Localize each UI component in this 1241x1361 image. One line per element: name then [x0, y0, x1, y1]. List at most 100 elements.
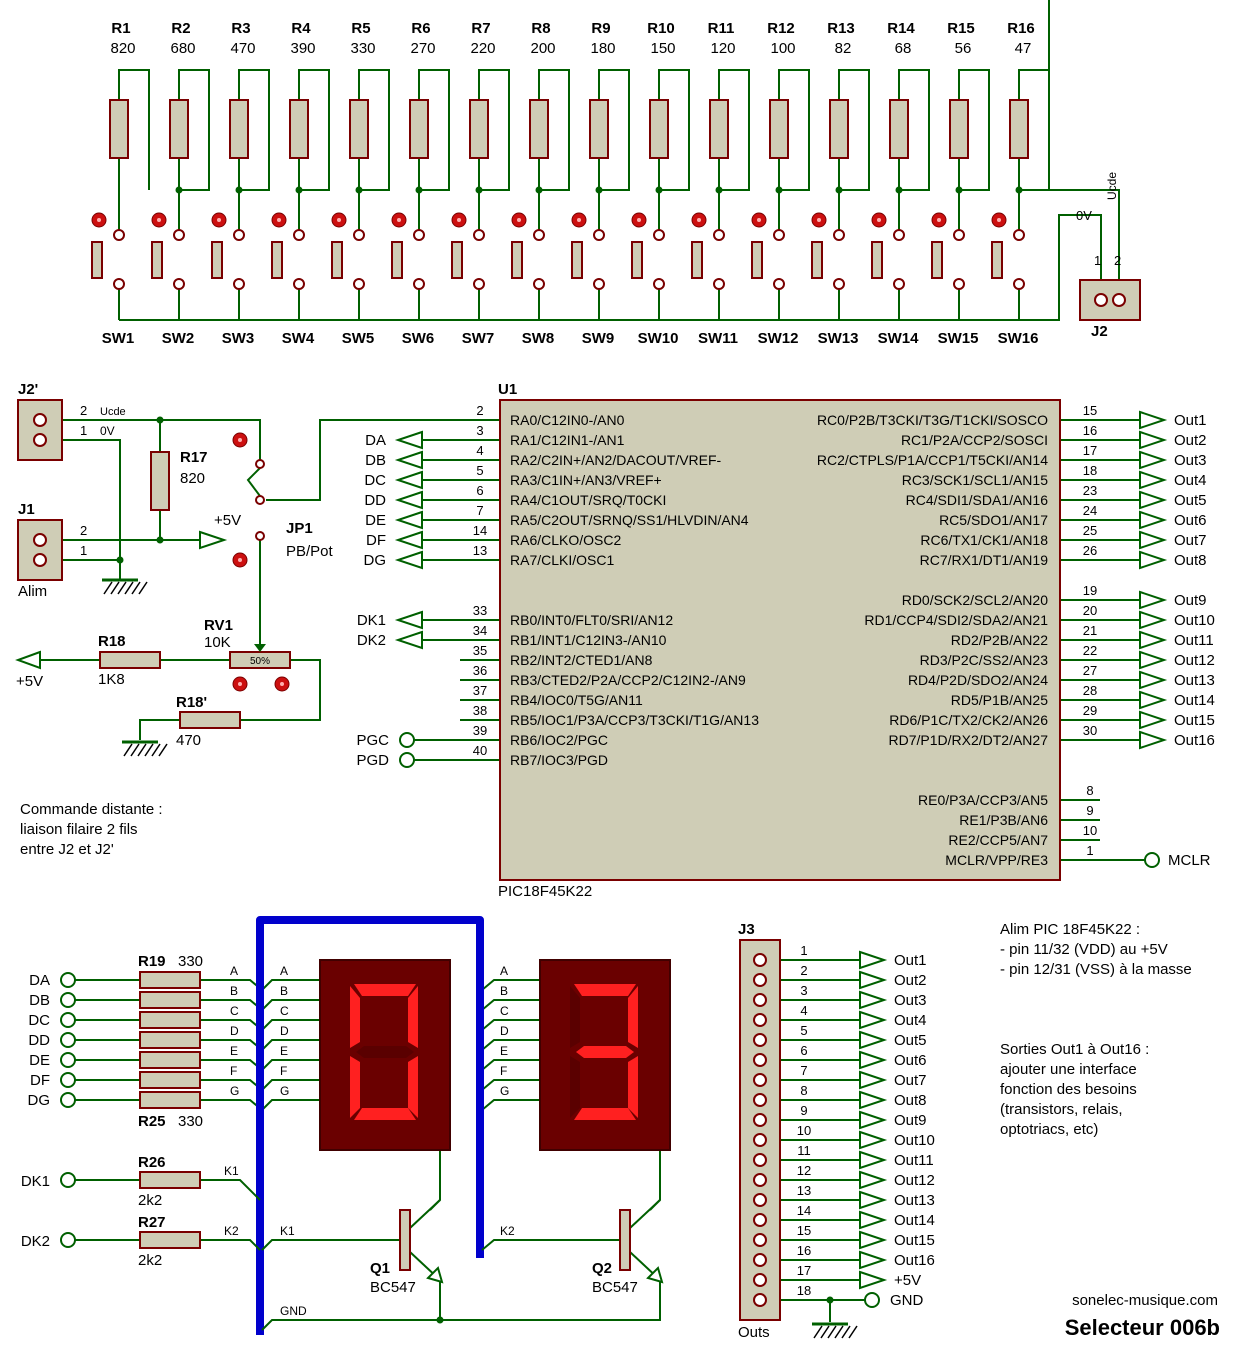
resistor-name: R6	[411, 20, 430, 37]
j1-name: J1	[18, 501, 35, 518]
pin-circle	[1094, 293, 1108, 307]
switch-label: SW9	[582, 330, 615, 347]
u1-pin-num: 27	[1083, 663, 1097, 678]
resistor-name: R9	[591, 20, 610, 37]
ground-hatch	[158, 743, 168, 757]
switch-label: SW7	[462, 330, 495, 347]
probe-dot-highlight	[637, 218, 641, 222]
u1-pin-label: RC5/SDO1/AN17	[939, 512, 1048, 528]
switch-label: SW10	[638, 330, 679, 347]
wire	[538, 69, 570, 191]
wire	[118, 69, 150, 190]
probe-dot-highlight	[457, 218, 461, 222]
u1-net-label: PGD	[356, 752, 389, 769]
switch-label: SW11	[698, 330, 738, 347]
pin-circle	[33, 433, 47, 447]
arrow-out-icon	[1139, 610, 1168, 630]
wire	[418, 69, 450, 191]
u1-pin-num: 28	[1083, 683, 1097, 698]
wire	[119, 214, 1102, 321]
j1-alim: Alim	[18, 583, 47, 600]
j3-pin-num: 15	[797, 1223, 811, 1238]
probe-dot-highlight	[577, 218, 581, 222]
switch-body	[331, 241, 343, 279]
note-sorties: ajouter une interface	[1000, 1061, 1137, 1078]
switch-body	[391, 241, 403, 279]
segment-e	[570, 1056, 580, 1118]
plus5v-arrow-icon	[199, 530, 228, 550]
u1-pin-num: 19	[1083, 583, 1097, 598]
ground-hatch	[130, 743, 140, 757]
u1-pin-label: RE1/P3B/AN6	[959, 812, 1048, 828]
wire	[46, 439, 121, 580]
pin-circle	[413, 229, 425, 241]
wire	[958, 69, 990, 191]
pin-circle	[753, 1213, 767, 1227]
seg-label-b: E	[280, 1044, 288, 1058]
j3-pin-num: 17	[797, 1263, 811, 1278]
terminal-circle	[1144, 852, 1160, 868]
k2-label-b: K2	[500, 1224, 515, 1238]
junction-dot	[295, 186, 303, 194]
j3-label: Outs	[738, 1324, 770, 1341]
j3-pin-num: 1	[800, 943, 807, 958]
wire	[439, 1282, 661, 1321]
pin-circle	[173, 229, 185, 241]
u1-pin-label: RA5/C2OUT/SRNQ/SS1/HLVDIN/AN4	[510, 512, 749, 528]
resistor-body	[139, 1031, 201, 1049]
seg-label-c: C	[500, 1004, 509, 1018]
resistor-body	[139, 1011, 201, 1029]
seg-label: C	[230, 1004, 239, 1018]
u1-pin-num: 33	[473, 603, 487, 618]
u1-net-label: DK2	[357, 632, 386, 649]
note-sorties: fonction des besoins	[1000, 1081, 1137, 1098]
u1-net-label: DB	[365, 452, 386, 469]
j3-pin-num: 7	[800, 1063, 807, 1078]
bus-line	[256, 916, 484, 1335]
u1-pin-label: RD5/P1B/AN25	[951, 692, 1048, 708]
pin-circle	[753, 1113, 767, 1127]
j3-pin-num: 11	[797, 1143, 811, 1158]
seg-label-c: B	[500, 984, 508, 998]
u1-net-label: PGC	[356, 732, 389, 749]
dk1-label: DK1	[21, 1173, 50, 1190]
resistor-name: R14	[887, 20, 915, 37]
u1-net-label: Out5	[1174, 492, 1207, 509]
u1-name: U1	[498, 381, 517, 398]
wire	[46, 419, 261, 460]
switch-body	[91, 241, 103, 279]
resistor-body	[139, 1091, 201, 1109]
k1-label-b: K1	[280, 1224, 295, 1238]
resistor-value: 820	[110, 40, 135, 57]
switch-body	[151, 241, 163, 279]
seg-label-c: G	[500, 1084, 509, 1098]
u1-pin-label: RC6/TX1/CK1/AN18	[920, 532, 1048, 548]
wire	[261, 999, 320, 1011]
r19-value: 330	[178, 953, 203, 970]
resistor-value: 470	[230, 40, 255, 57]
arrow-out-icon	[1139, 490, 1168, 510]
switch-body	[691, 241, 703, 279]
seg-label: G	[230, 1084, 239, 1098]
wire	[898, 69, 930, 191]
u1-pin-label: RD3/P2C/SS2/AN23	[920, 652, 1049, 668]
resistor-value: 200	[530, 40, 555, 57]
resistor-name: R4	[291, 20, 311, 37]
junction-dot	[156, 536, 164, 544]
switch-label: SW13	[818, 330, 859, 347]
pin-circle	[753, 1013, 767, 1027]
segment-a	[354, 984, 416, 996]
terminal-circle	[60, 1232, 76, 1248]
j3-net-label: +5V	[894, 1272, 921, 1289]
j2-pin2: 2	[1114, 253, 1121, 268]
pin-circle	[753, 1073, 767, 1087]
terminal-circle	[60, 1072, 76, 1088]
u1-net-label: DG	[364, 552, 387, 569]
pin-circle	[533, 278, 545, 290]
pin-circle	[1112, 293, 1126, 307]
segment-d	[354, 1108, 416, 1120]
note-sorties: (transistors, relais,	[1000, 1101, 1123, 1118]
j3-pin-num: 12	[797, 1163, 811, 1178]
pin-circle	[293, 229, 305, 241]
u1-pin-label: RB0/INT0/FLT0/SRI/AN12	[510, 612, 673, 628]
